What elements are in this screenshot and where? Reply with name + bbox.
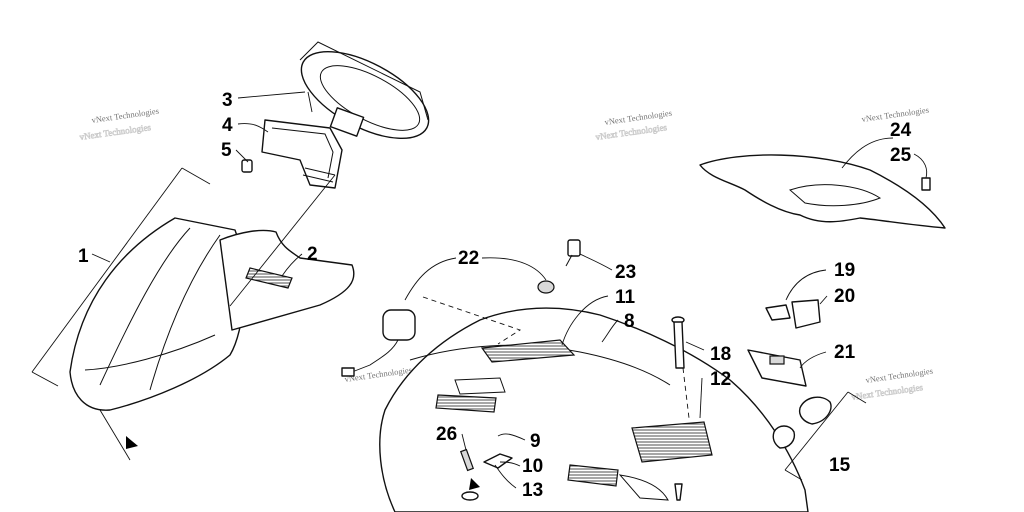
plug-13: [461, 453, 513, 501]
rear-cover: [699, 154, 946, 229]
arrow-icon: [469, 478, 480, 490]
callout-3: 3: [222, 90, 233, 111]
callout-13: 13: [522, 480, 543, 501]
arrow-icon: [126, 436, 138, 449]
switch-22: [341, 309, 416, 377]
callout-12: 12: [710, 369, 731, 390]
callout-4: 4: [222, 115, 233, 136]
callout-5: 5: [221, 140, 232, 161]
callout-brackets: [31, 167, 867, 481]
watermark: vNext Technologies: [851, 382, 924, 402]
callout-8: 8: [624, 311, 635, 332]
callout-10: 10: [522, 456, 543, 477]
screw-12: [674, 483, 683, 501]
pin-26: [459, 448, 475, 472]
socket-15: [772, 396, 832, 449]
callout-9: 9: [530, 431, 541, 452]
direction-arrows: [126, 436, 480, 490]
callout-1: 1: [78, 246, 89, 267]
bolt-18: [671, 316, 690, 419]
leader-lines: [91, 91, 928, 489]
callout-numbers: 1 2 3 4 5 8 9 10 11 12 13 15 18 19 20 21…: [78, 90, 912, 501]
callout-20: 20: [834, 286, 855, 307]
callout-15: 15: [829, 455, 851, 476]
side-panel: [219, 229, 355, 331]
screw-25: [921, 177, 931, 191]
callout-24: 24: [890, 120, 912, 141]
watermark: vNext Technologies: [865, 366, 934, 385]
callout-23: 23: [615, 262, 636, 283]
key-23: [565, 239, 581, 267]
console-hood: [379, 307, 809, 512]
watermark: vNext Technologies: [79, 122, 152, 142]
connector-group: [747, 299, 821, 387]
mounting-bracket: [261, 119, 343, 189]
grommet: [537, 280, 555, 294]
callout-22: 22: [458, 248, 479, 269]
callout-19: 19: [834, 260, 855, 281]
callout-26: 26: [436, 424, 457, 445]
front-fender: [69, 217, 245, 411]
headlight-housing: [299, 41, 430, 140]
callout-25: 25: [890, 145, 912, 166]
clip: [241, 159, 253, 173]
callout-18: 18: [710, 344, 731, 365]
callout-11: 11: [615, 287, 636, 308]
callout-21: 21: [834, 342, 856, 363]
callout-2: 2: [307, 244, 318, 265]
